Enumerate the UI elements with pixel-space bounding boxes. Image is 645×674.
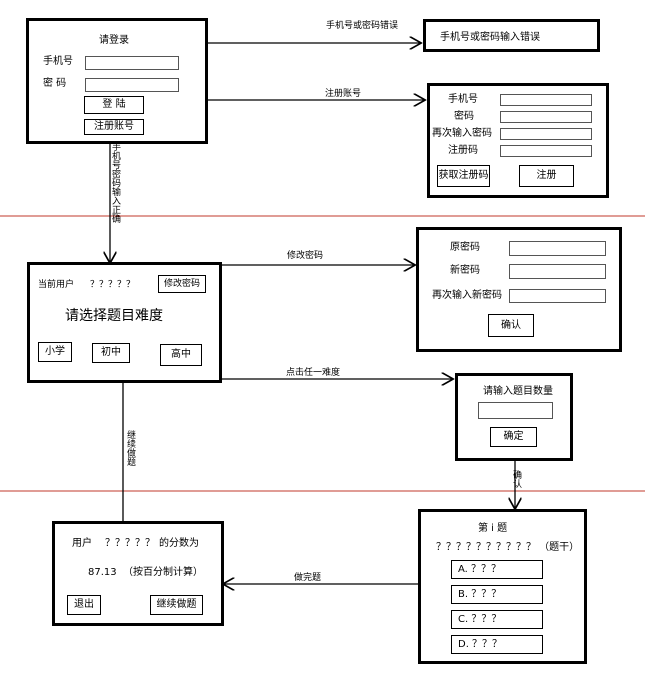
register-password-label: 密码 [454, 111, 474, 122]
new-password-label: 新密码 [450, 265, 480, 276]
repeat-new-password-input[interactable] [509, 289, 606, 303]
question-count-screen: 请输入题目数量 确定 [455, 373, 573, 461]
login-password-label: 密 码 [43, 78, 67, 89]
old-password-input[interactable] [509, 241, 606, 256]
login-phone-label: 手机号 [43, 56, 73, 67]
change-password-button[interactable]: 修改密码 [158, 275, 206, 293]
quiz-option-d[interactable]: D. ？？？ [451, 635, 543, 654]
login-register-button[interactable]: 注册账号 [84, 119, 144, 135]
arrow-label-register: 注册账号 [325, 89, 362, 99]
difficulty-screen: 当前用户 ？？？？？ 修改密码 请选择题目难度 小学 初中 高中 [27, 262, 222, 383]
result-score-note: （按百分制计算） [123, 567, 203, 578]
register-repeat-input[interactable] [500, 128, 592, 140]
arrow-label-choose-difficulty: 点击任一难度 [286, 368, 341, 378]
middle-school-button[interactable]: 初中 [92, 343, 130, 363]
quiz-option-a[interactable]: A. ？？？ [451, 560, 543, 579]
exit-button[interactable]: 退出 [67, 595, 101, 615]
register-code-input[interactable] [500, 145, 592, 157]
login-password-input[interactable] [85, 78, 179, 92]
register-password-input[interactable] [500, 111, 592, 123]
login-screen: 请登录 手机号 密 码 登 陆 注册账号 [26, 18, 208, 144]
register-repeat-label: 再次输入密码 [432, 128, 492, 139]
login-phone-input[interactable] [85, 56, 179, 70]
repeat-new-password-label: 再次输入新密码 [432, 290, 502, 301]
result-user-value: ？？？？？ [105, 538, 155, 549]
register-code-label: 注册码 [448, 145, 478, 156]
current-user-value: ？？？？？ [90, 280, 136, 290]
high-school-button[interactable]: 高中 [160, 344, 202, 366]
confirm-password-button[interactable]: 确认 [488, 314, 534, 337]
question-count-input[interactable] [478, 402, 553, 419]
login-error-screen: 手机号或密码输入错误 [423, 19, 600, 52]
result-screen: 用户 ？？？？？ 的分数为 87.13 （按百分制计算） 退出 继续做题 [52, 521, 224, 626]
register-screen: 手机号 密码 再次输入密码 注册码 获取注册码 注册 [427, 83, 609, 198]
continue-quiz-button[interactable]: 继续做题 [150, 595, 203, 615]
change-password-screen: 原密码 新密码 再次输入新密码 确认 [416, 227, 622, 352]
get-code-button[interactable]: 获取注册码 [437, 165, 490, 187]
arrow-label-confirm: 确认 [511, 470, 521, 488]
old-password-label: 原密码 [450, 242, 480, 253]
register-phone-input[interactable] [500, 94, 592, 106]
login-title: 请登录 [99, 35, 129, 46]
quiz-stem: ？？？？？？？？？？ （题干） [436, 542, 580, 553]
register-submit-button[interactable]: 注册 [519, 165, 574, 187]
new-password-input[interactable] [509, 264, 606, 279]
question-count-title: 请输入题目数量 [483, 386, 553, 397]
current-user-label: 当前用户 [38, 280, 75, 290]
register-phone-label: 手机号 [448, 94, 478, 105]
result-user-label: 用户 [72, 538, 92, 549]
arrow-label-continue: 继续做题 [125, 430, 135, 466]
result-score-label: 的分数为 [159, 538, 199, 549]
quiz-option-c[interactable]: C. ？？？ [451, 610, 543, 629]
result-score-value: 87.13 [88, 567, 117, 578]
login-button[interactable]: 登 陆 [84, 96, 144, 114]
primary-school-button[interactable]: 小学 [38, 342, 72, 362]
quiz-option-b[interactable]: B. ？？？ [451, 585, 543, 604]
quiz-screen: 第 i 题 ？？？？？？？？？？ （题干） A. ？？？ B. ？？？ C. ？… [418, 509, 587, 664]
arrow-label-done: 做完题 [294, 573, 322, 583]
arrow-label-login-success: 手机号密码输入正确 [110, 142, 120, 223]
arrow-label-login-error: 手机号或密码错误 [326, 21, 399, 31]
arrow-label-change-password: 修改密码 [287, 251, 324, 261]
quiz-title: 第 i 题 [478, 523, 508, 534]
login-error-message: 手机号或密码输入错误 [440, 32, 540, 43]
question-count-ok-button[interactable]: 确定 [490, 427, 537, 447]
difficulty-heading: 请选择题目难度 [65, 308, 163, 324]
